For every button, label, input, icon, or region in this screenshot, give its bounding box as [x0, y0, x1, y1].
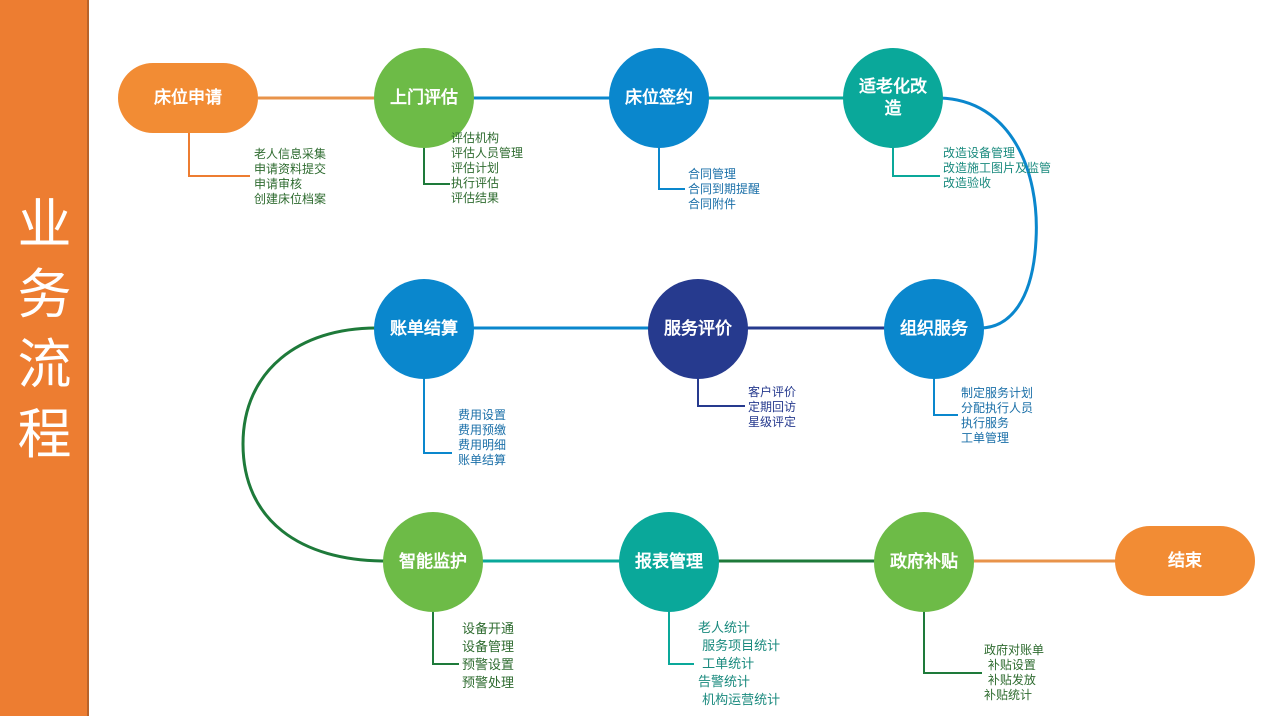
branch-home-assess: [423, 147, 450, 185]
list-item: 执行评估: [451, 176, 500, 190]
list-item: 分配执行人员: [961, 401, 1034, 415]
node-label: 床位签约: [625, 88, 693, 108]
list-item: 客户评价: [748, 385, 797, 399]
list-item: 服务项目统计: [698, 639, 781, 654]
list-item: 预警设置: [462, 658, 515, 673]
branch-bed-sign: [658, 147, 685, 190]
list-service-eval: 客户评价定期回访星级评定: [748, 385, 796, 430]
node-bed-sign[interactable]: 床位签约: [609, 48, 709, 148]
list-item: 创建床位档案: [254, 192, 327, 206]
list-item: 老人统计: [698, 621, 751, 636]
list-item: 工单统计: [698, 657, 755, 672]
title-char: 程: [17, 403, 72, 466]
branch-gov-subsidy: [923, 610, 982, 674]
list-item: 政府对账单: [984, 643, 1045, 657]
node-bed-apply[interactable]: 床位申请: [118, 63, 258, 133]
connector-renovation-org: [939, 96, 1038, 330]
list-item: 账单结算: [458, 453, 507, 467]
list-item: 补贴统计: [984, 688, 1033, 702]
node-label: 报表管理: [635, 552, 703, 572]
list-org-service: 制定服务计划分配执行人员执行服务工单管理: [961, 386, 1033, 446]
node-label: 上门评估: [390, 88, 458, 108]
list-item: 评估机构: [451, 131, 500, 145]
list-item: 改造设备管理: [943, 146, 1016, 160]
list-item: 评估结果: [451, 191, 500, 205]
list-item: 工单管理: [961, 431, 1010, 445]
list-item: 改造验收: [943, 176, 992, 190]
list-item: 预警处理: [462, 676, 515, 691]
node-end[interactable]: 结束: [1115, 526, 1255, 596]
list-item: 设备管理: [462, 640, 515, 655]
list-smart-monitor: 设备开通设备管理预警设置预警处理: [462, 621, 514, 693]
node-home-assess[interactable]: 上门评估: [374, 48, 474, 148]
list-item: 费用设置: [458, 408, 507, 422]
title-char: 务: [17, 263, 72, 326]
list-item: 定期回访: [748, 400, 797, 414]
list-item: 设备开通: [462, 622, 515, 637]
node-label: 智能监护: [399, 552, 467, 572]
node-renovation[interactable]: 适老化改造: [843, 48, 943, 148]
list-item: 制定服务计划: [961, 386, 1034, 400]
list-bed-apply: 老人信息采集申请资料提交申请审核创建床位档案: [254, 147, 326, 207]
node-label: 床位申请: [154, 88, 222, 108]
node-billing[interactable]: 账单结算: [374, 279, 474, 379]
node-label: 账单结算: [390, 319, 458, 339]
node-reports[interactable]: 报表管理: [619, 512, 719, 612]
branch-bed-apply: [188, 132, 250, 177]
list-item: 合同到期提醒: [688, 182, 761, 196]
list-item: 费用预缴: [458, 423, 507, 437]
list-item: 评估人员管理: [451, 146, 524, 160]
list-item: 合同管理: [688, 167, 737, 181]
list-item: 申请审核: [254, 177, 303, 191]
list-item: 补贴发放: [984, 673, 1036, 687]
branch-renovation: [892, 147, 940, 177]
list-renovation: 改造设备管理改造施工图片及监管改造验收: [943, 146, 1051, 191]
list-item: 星级评定: [748, 415, 797, 429]
branch-billing: [423, 377, 452, 454]
list-item: 告警统计: [698, 675, 751, 690]
node-label: 组织服务: [900, 319, 968, 339]
list-gov-subsidy: 政府对账单 补贴设置 补贴发放补贴统计: [984, 643, 1044, 703]
list-reports: 老人统计 服务项目统计 工单统计告警统计 机构运营统计: [698, 620, 780, 710]
node-org-service[interactable]: 组织服务: [884, 279, 984, 379]
branch-service-eval: [697, 377, 745, 407]
branch-smart-monitor: [432, 610, 459, 665]
list-item: 合同附件: [688, 197, 737, 211]
node-smart-monitor[interactable]: 智能监护: [383, 512, 483, 612]
list-item: 补贴设置: [984, 658, 1036, 672]
list-item: 申请资料提交: [254, 162, 327, 176]
title-char: 业: [17, 193, 72, 256]
branch-org-service: [933, 377, 958, 416]
list-bed-sign: 合同管理合同到期提醒合同附件: [688, 167, 760, 212]
list-home-assess: 评估机构评估人员管理评估计划执行评估评估结果: [451, 131, 523, 206]
sidebar-banner: 业务流程: [0, 0, 89, 716]
list-item: 机构运营统计: [698, 693, 781, 708]
list-billing: 费用设置费用预缴费用明细账单结算: [458, 408, 506, 468]
connector-billing-monitor: [241, 326, 387, 563]
title-char: 流: [17, 333, 72, 396]
node-service-eval[interactable]: 服务评价: [648, 279, 748, 379]
node-label: 结束: [1168, 551, 1202, 571]
node-gov-subsidy[interactable]: 政府补贴: [874, 512, 974, 612]
list-item: 评估计划: [451, 161, 500, 175]
list-item: 费用明细: [458, 438, 507, 452]
page-title: 业务流程: [0, 190, 89, 470]
list-item: 老人信息采集: [254, 147, 327, 161]
node-label: 服务评价: [664, 319, 732, 339]
branch-reports: [668, 610, 694, 665]
node-label: 政府补贴: [890, 552, 958, 572]
list-item: 执行服务: [961, 416, 1010, 430]
node-label: 适老化改造: [859, 77, 927, 119]
list-item: 改造施工图片及监管: [943, 161, 1052, 175]
